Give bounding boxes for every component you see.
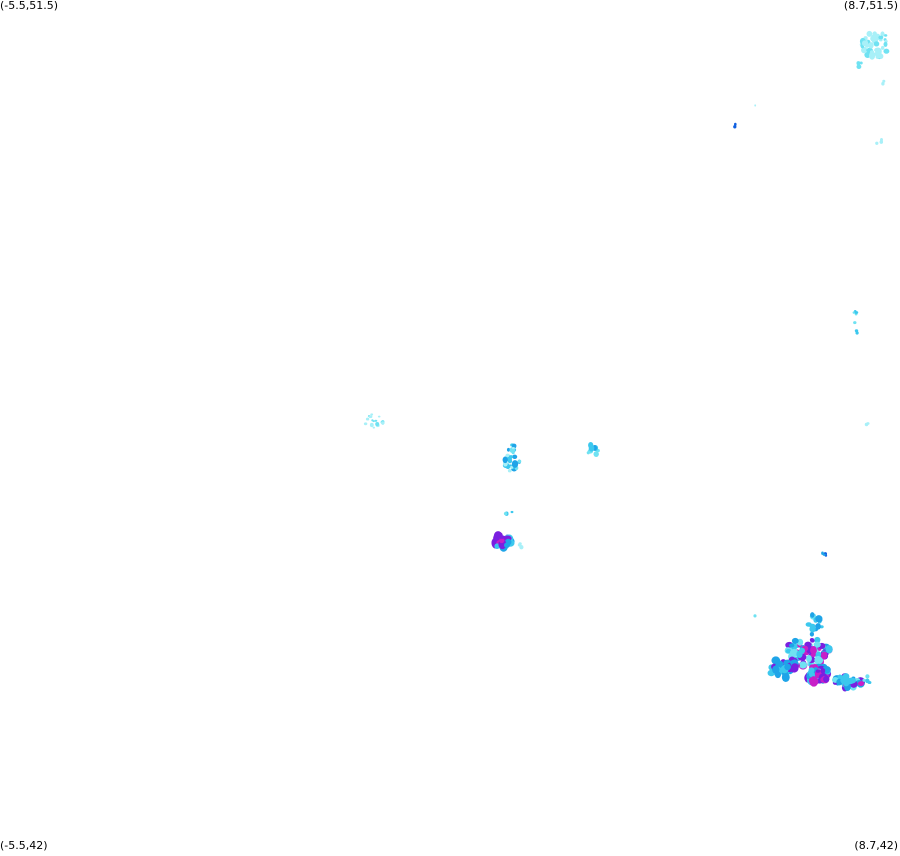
precipitation-echo xyxy=(370,413,374,416)
precipitation-echo xyxy=(791,637,799,644)
precipitation-echo xyxy=(879,140,884,144)
precipitation-echo xyxy=(511,460,519,468)
precipitation-echo xyxy=(814,636,821,644)
precipitation-echo xyxy=(511,447,515,450)
precipitation-echo xyxy=(507,468,512,473)
precipitation-echo xyxy=(870,50,874,54)
precipitation-echo xyxy=(878,53,884,59)
precipitation-echo xyxy=(510,465,514,469)
precipitation-echo xyxy=(363,422,368,426)
precipitation-echo xyxy=(806,654,812,663)
precipitation-echo xyxy=(809,631,815,637)
precipitation-echo xyxy=(881,81,885,86)
precipitation-echo xyxy=(519,544,524,550)
precipitation-echo xyxy=(368,415,373,419)
precipitation-echo xyxy=(374,419,378,422)
precipitation-echo xyxy=(365,417,370,421)
precipitation-echo xyxy=(864,422,869,427)
precipitation-echo xyxy=(823,675,830,683)
precipitation-echo xyxy=(821,651,828,660)
precipitation-echo xyxy=(878,35,884,40)
precipitation-echo xyxy=(874,47,881,53)
precipitation-echo xyxy=(883,48,890,54)
corner-label-bottom-right: (8.7,42) xyxy=(854,839,898,852)
precipitation-echo xyxy=(784,663,791,671)
precipitation-echo xyxy=(856,64,862,69)
precipitation-echo xyxy=(875,141,879,145)
precipitation-echo xyxy=(883,34,888,37)
precipitation-echo xyxy=(593,451,599,458)
precipitation-echo xyxy=(815,669,821,673)
precipitation-echo xyxy=(861,46,868,54)
precipitation-echo xyxy=(821,551,824,555)
precipitation-echo xyxy=(499,538,505,544)
precipitation-echo xyxy=(815,615,823,623)
precipitation-echo xyxy=(880,45,885,50)
precipitation-echo xyxy=(809,672,816,678)
precipitation-echo xyxy=(853,321,857,325)
precipitation-echo xyxy=(810,612,815,618)
precipitation-echo xyxy=(810,638,815,643)
precipitation-echo xyxy=(799,661,808,669)
precipitation-echo xyxy=(854,311,859,314)
precipitation-echo xyxy=(774,671,781,679)
precipitation-echo xyxy=(842,679,850,687)
precipitation-echo xyxy=(865,674,870,679)
precipitation-echo xyxy=(753,614,757,618)
precipitation-echo xyxy=(825,645,833,654)
precipitation-echo xyxy=(883,41,888,47)
precipitation-echo xyxy=(880,31,885,37)
corner-label-top-right: (8.7,51.5) xyxy=(843,0,898,12)
precipitation-echo xyxy=(796,650,803,658)
corner-label-bottom-left: (-5.5,42) xyxy=(0,839,48,852)
precipitation-echo xyxy=(855,331,859,335)
corner-label-top-left: (-5.5,51.5) xyxy=(0,0,59,12)
precipitation-echo xyxy=(369,422,374,428)
precipitation-echo xyxy=(865,678,870,684)
precipitation-echo xyxy=(789,648,799,658)
precipitation-echo xyxy=(510,510,514,514)
precipitation-echo xyxy=(502,456,508,464)
precipitation-echo xyxy=(734,122,737,126)
precipitation-echo xyxy=(862,678,867,682)
precipitation-echo xyxy=(868,51,876,60)
precipitation-echo xyxy=(814,656,824,665)
precipitation-echo xyxy=(506,447,511,452)
precipitation-echo xyxy=(507,458,513,464)
precipitation-echo xyxy=(733,125,737,129)
precipitation-echo xyxy=(588,441,594,449)
precipitation-echo xyxy=(820,668,826,674)
precipitation-echo xyxy=(857,681,865,687)
precipitation-echo xyxy=(381,421,385,425)
precipitation-echo xyxy=(856,61,861,66)
precipitation-echo xyxy=(791,663,799,670)
precipitation-echo xyxy=(503,511,508,516)
precipitation-echo xyxy=(789,643,795,648)
precipitation-echo xyxy=(375,422,380,427)
precipitation-echo xyxy=(754,104,757,107)
precipitation-echo xyxy=(517,459,522,464)
precipitation-echo xyxy=(377,415,381,418)
precipitation-echo xyxy=(504,542,510,548)
precipitation-echo xyxy=(813,641,821,648)
precipitation-echo xyxy=(518,542,522,546)
precipitation-echo xyxy=(372,420,375,423)
precipitation-echo xyxy=(512,454,518,459)
precipitation-echo xyxy=(809,625,816,633)
precipitation-echo xyxy=(859,61,863,65)
precipitation-echo xyxy=(868,42,874,49)
precipitation-echo xyxy=(808,667,815,673)
precipitation-echo xyxy=(809,676,819,687)
precipitation-echo xyxy=(810,645,817,655)
precipitation-echo xyxy=(372,426,375,429)
precipitation-echo xyxy=(508,455,514,459)
precipitation-echo xyxy=(864,43,870,48)
precipitation-echo xyxy=(872,31,877,36)
precipitation-echo xyxy=(842,673,850,680)
precipitation-echo xyxy=(875,55,880,59)
precipitation-echo xyxy=(866,30,873,37)
precipitation-echo xyxy=(873,41,880,47)
